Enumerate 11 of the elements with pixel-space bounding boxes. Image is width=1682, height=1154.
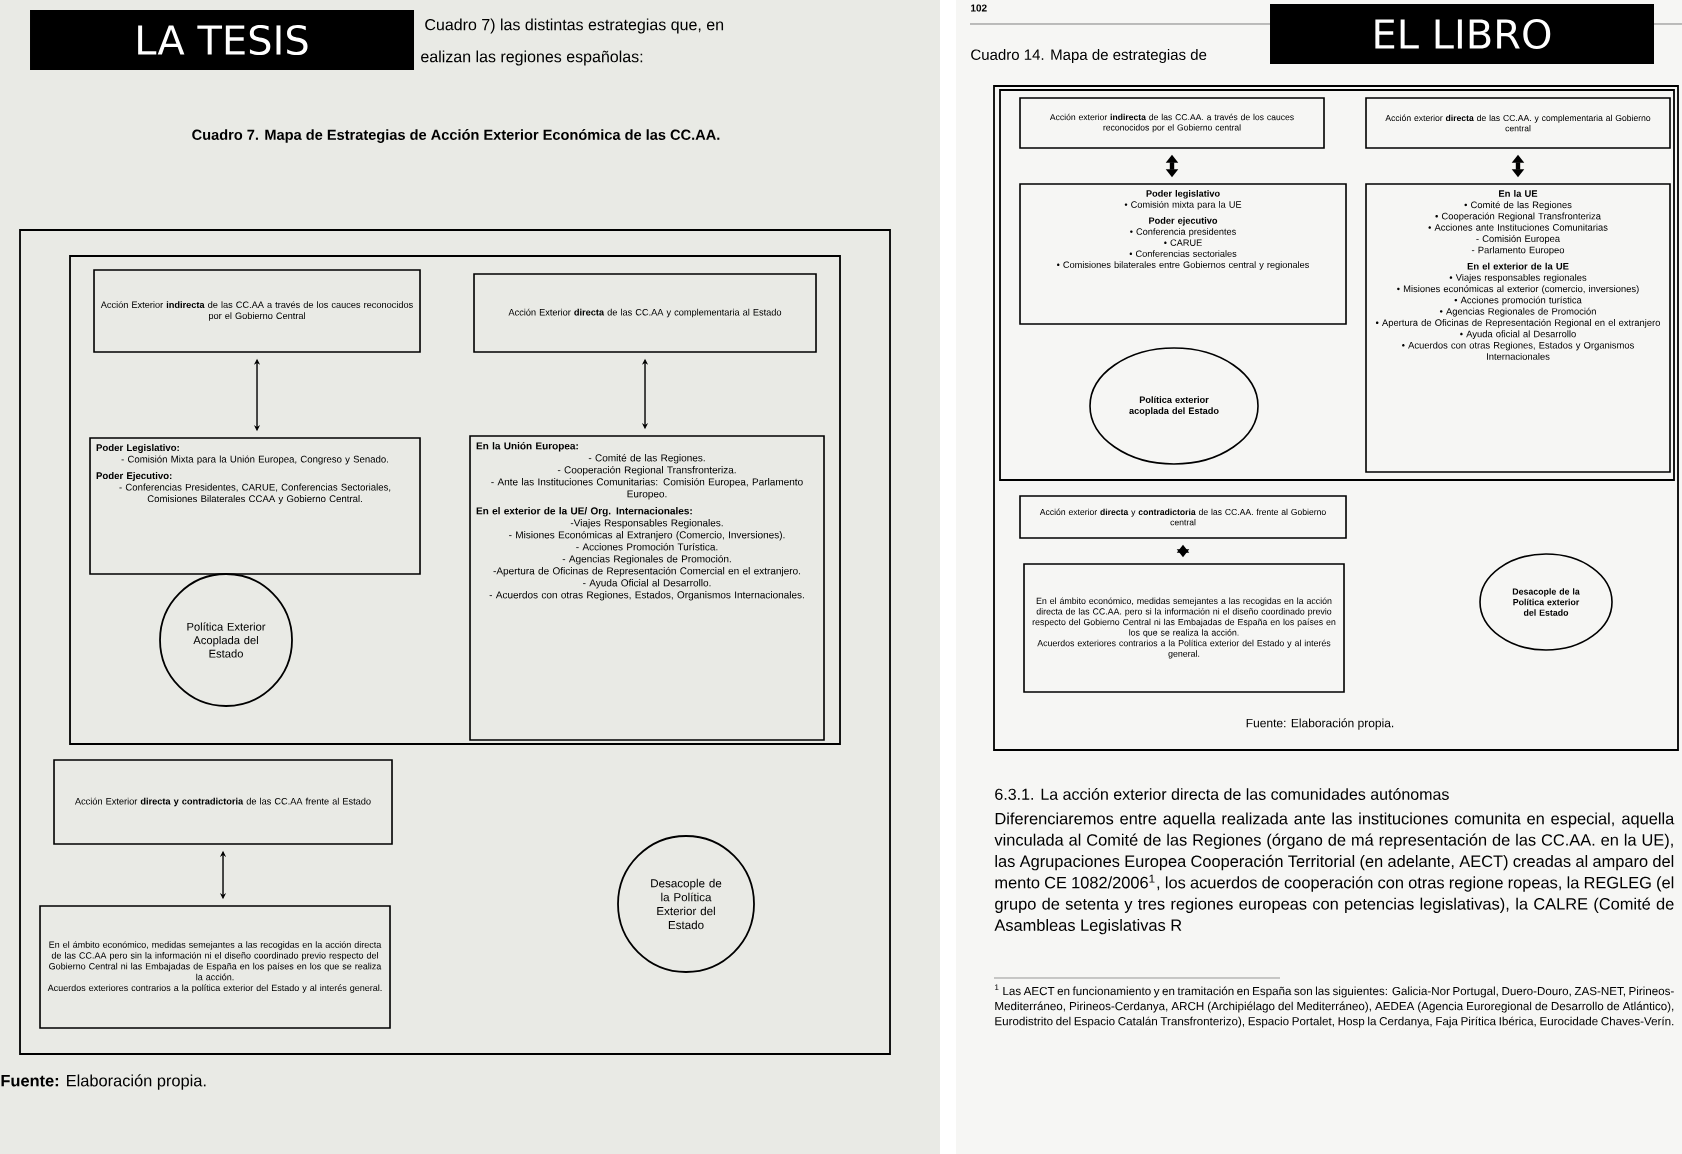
overlay-label: LA TESIS (30, 10, 414, 70)
overlay-label: EL LIBRO (1270, 4, 1654, 64)
section-heading: 6.3.1. La acción exterior directa de las comunidades autónomas (995, 788, 1449, 800)
frame (999, 89, 1675, 481)
frame (993, 85, 1679, 751)
frame (19, 229, 891, 1055)
source-note: Fuente: Elaboración propia. (1, 1074, 206, 1090)
frame (69, 255, 841, 745)
body-text: Cuadro 7) las distintas estrategias que, en (425, 18, 724, 34)
body-paragraph: Diferenciaremos entre aquella realizada ante las instituciones comunita en especial, aquella vinculada al Comité de las Regiones (órgano de má representación de las CC.AA. en la UE), las Agrupaciones Europea Cooperación Territorial (en adelante, AECT) creadas al amparo del mento CE 1082/2006$^{1}$, los acuerdos de cooperación con otras regione ropeas, la REGLEG (el grupo de setenta y tres regiones europeas con petencias legislativas), la CALRE (Comité de Asambleas Legislativas R (994, 812, 1675, 935)
body-text: ealizan las regiones españolas: (421, 50, 643, 66)
